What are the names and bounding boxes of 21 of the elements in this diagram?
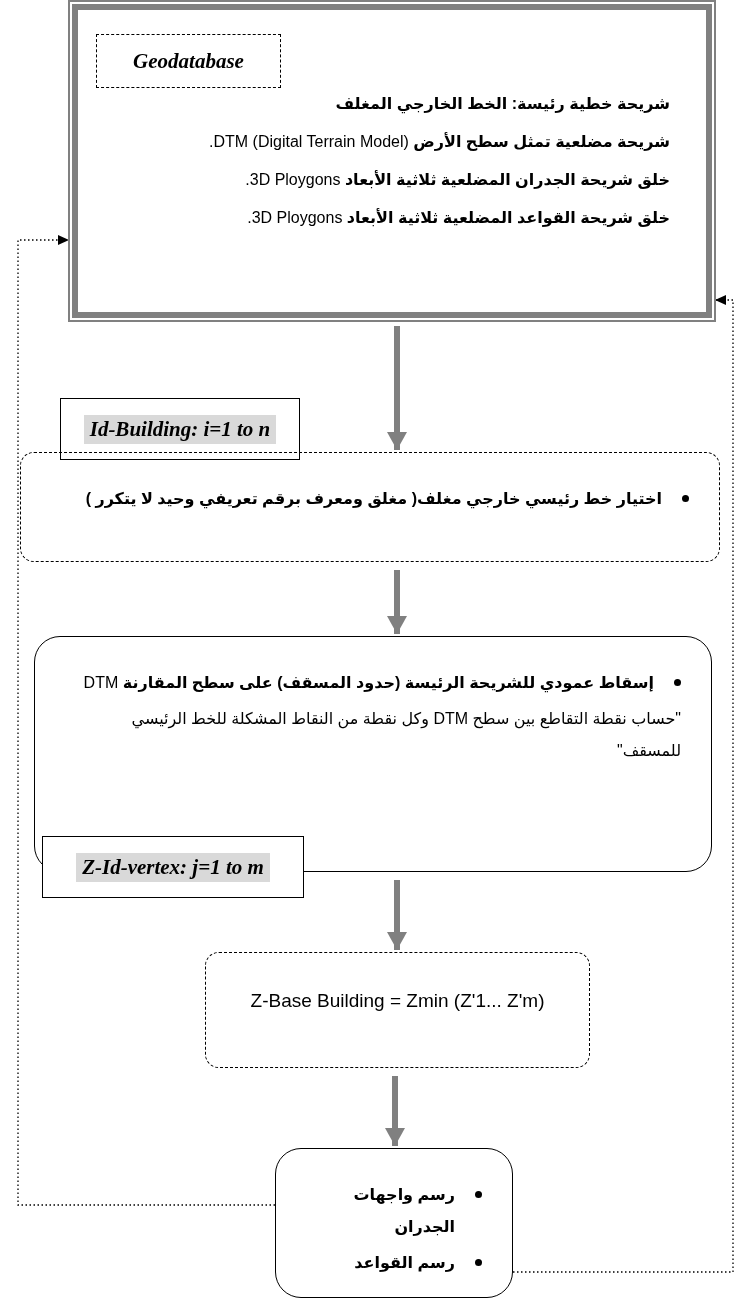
loop-label-box [60, 398, 300, 460]
formula-text: Z-Base Building = Zmin (Z'1... Z'm) [249, 989, 546, 1013]
process-box [275, 1148, 513, 1298]
arrow [512, 295, 734, 1273]
layer-text: شريحة خطية رئيسة: الخط الخارجي المغلف [334, 94, 670, 116]
arrow [387, 570, 407, 634]
arrow [17, 235, 276, 1206]
bullet-item: اختيار خط رئيسي خارجي مغلف( مغلق ومعرف برقم تعريفي وحيد لا يتكرر ) [84, 489, 662, 511]
arrow [385, 1076, 405, 1146]
loop-label: Id-Building: i=1 to n [83, 414, 277, 444]
bullet-item: رسم واجهات الجدران [352, 1185, 455, 1238]
note-text: "حساب نقطة التقاطع بين سطح DTM وكل نقطة من النقاط المشكلة للخط الرئيسي للمسقف" [130, 709, 681, 761]
loop-label: Z-Id-vertex: j=1 to m [76, 852, 270, 882]
process-box [20, 452, 720, 562]
loop-label-box [42, 836, 304, 898]
formula-box [205, 952, 590, 1068]
arrow [387, 880, 407, 950]
label-box [96, 34, 281, 88]
arrow [387, 326, 407, 450]
database-label: Geodatabase [133, 48, 244, 74]
bullet-item: رسم القواعد [353, 1253, 455, 1274]
